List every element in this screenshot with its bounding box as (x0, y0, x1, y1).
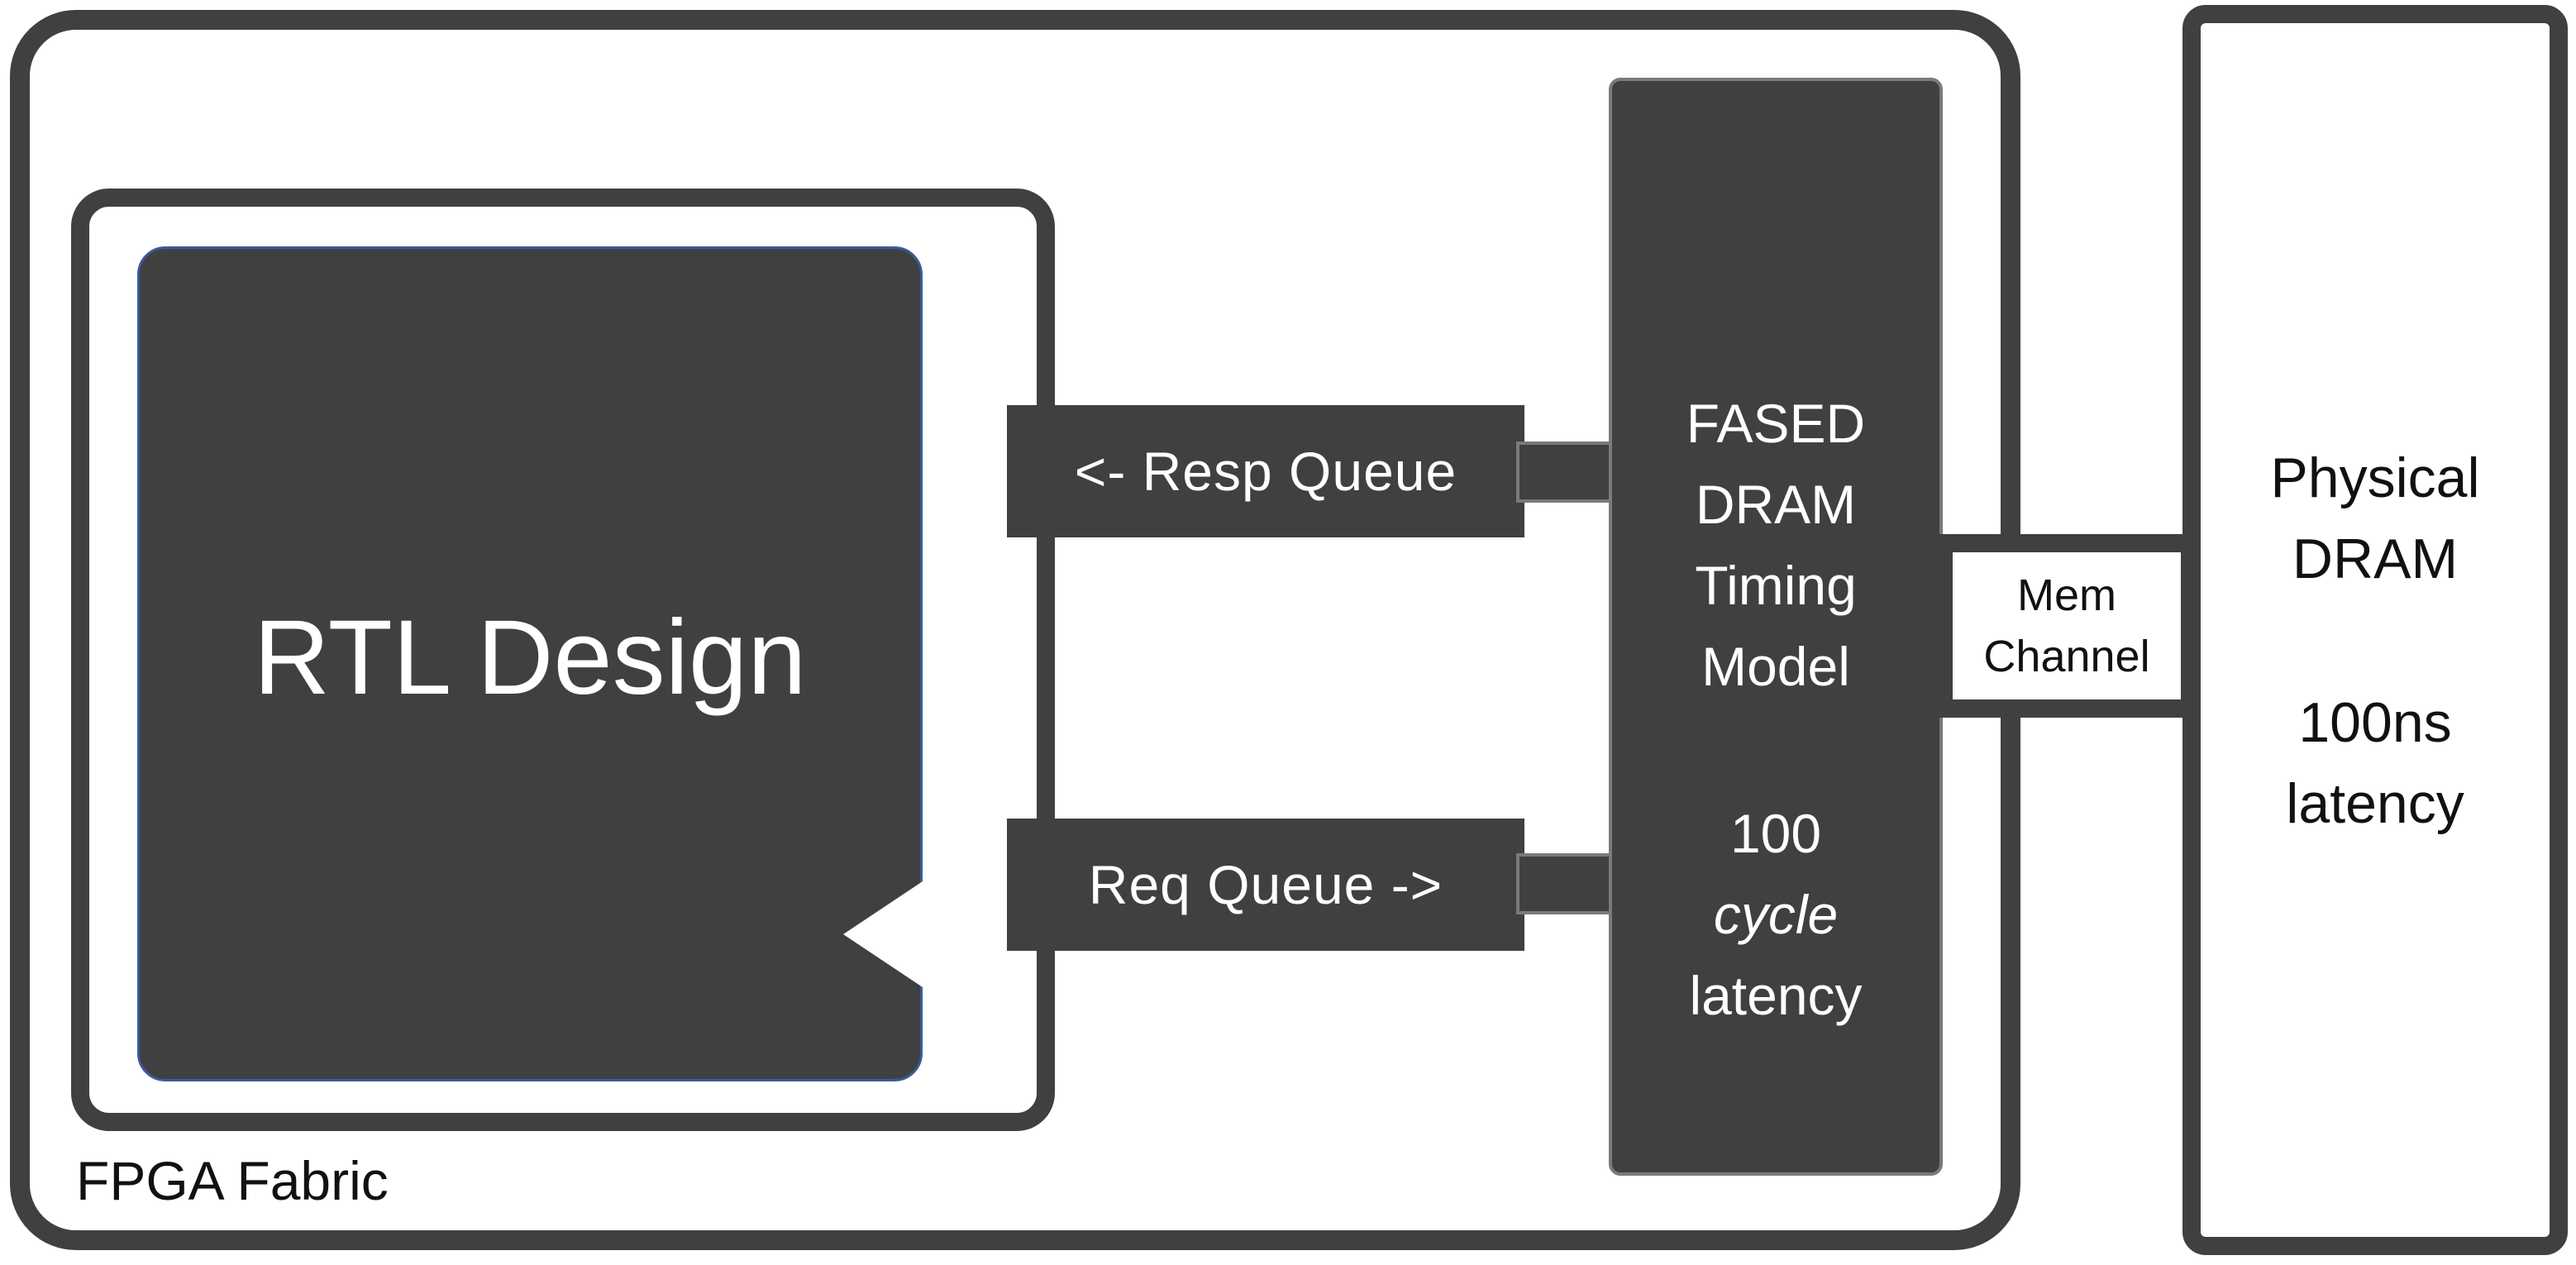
fased-line-3: Timing (1695, 555, 1857, 616)
physical-dram-line-2: DRAM (2292, 527, 2459, 590)
fpga-fabric-label: FPGA Fabric (76, 1150, 389, 1211)
resp-queue: <- Resp Queue (1007, 405, 1524, 537)
physical-dram-line-4: latency (2286, 772, 2464, 835)
fased-line-4: Model (1701, 636, 1850, 697)
clock-port-icon (843, 881, 923, 987)
fased-timing-model: FASED DRAM Timing Model 100 cycle latenc… (1609, 78, 1943, 1176)
mem-channel-line-2: Channel (1983, 632, 2150, 681)
fased-line-5: 100 (1729, 803, 1822, 864)
resp-queue-connector (1516, 442, 1617, 503)
mem-channel-line-1: Mem (2017, 570, 2116, 620)
mem-channel: Mem Channel (1934, 534, 2199, 718)
fased-line-1: FASED (1686, 393, 1866, 454)
req-queue: Req Queue -> (1007, 819, 1524, 951)
rtl-design-block: RTL Design (137, 246, 923, 1081)
rtl-design-label: RTL Design (253, 598, 807, 717)
fased-line-7: latency (1689, 965, 1863, 1026)
req-queue-connector (1516, 853, 1617, 914)
fased-line-2: DRAM (1695, 474, 1857, 535)
physical-dram: Physical DRAM 100ns latency (2182, 5, 2568, 1255)
physical-dram-line-3: 100ns (2298, 691, 2452, 754)
fased-line-6: cycle (1713, 884, 1839, 945)
physical-dram-line-1: Physical (2270, 446, 2480, 509)
